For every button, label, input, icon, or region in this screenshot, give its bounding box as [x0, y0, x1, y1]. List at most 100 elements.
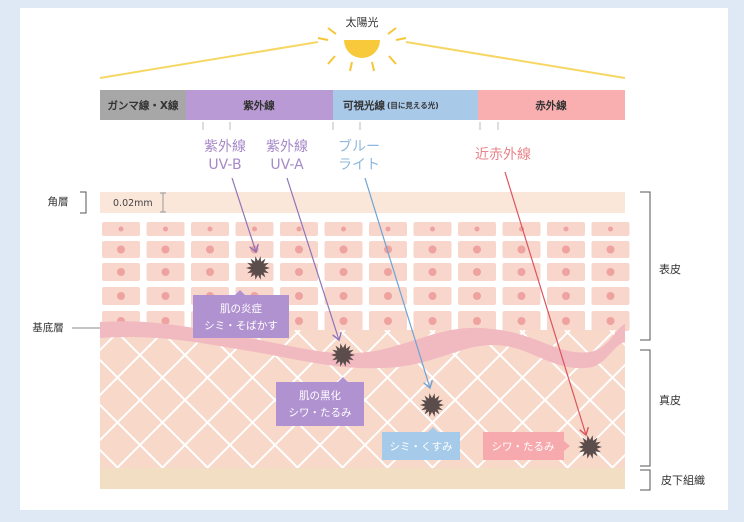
cell-nucleus — [606, 317, 615, 325]
band-infrared-label: 赤外線 — [535, 99, 567, 112]
cell-nucleus — [161, 268, 170, 276]
damage-spot-icon — [246, 256, 270, 280]
collagen-fiber — [100, 330, 211, 442]
cell-nucleus — [161, 292, 170, 300]
cell-nucleus — [473, 317, 481, 325]
epidermis-bracket — [640, 191, 651, 341]
spectrum-ticks — [202, 122, 499, 130]
spectrum-bar: ガンマ線・X線 紫外線 可視光線 (目に見える光) 赤外線 — [100, 90, 625, 120]
cell-nucleus — [161, 245, 170, 254]
collagen-fiber — [339, 330, 481, 470]
cell-nucleus — [296, 226, 302, 232]
subcutis-bracket — [640, 469, 651, 491]
bluelight-arrow — [364, 177, 430, 388]
near-infrared-effect-box: シワ・たるみ — [483, 432, 570, 460]
cell-nucleus — [206, 268, 214, 276]
uva-arrow — [286, 177, 339, 340]
cell-nucleus — [252, 226, 257, 232]
sun-icon — [317, 27, 407, 72]
cell-nucleus — [562, 317, 570, 325]
cell-nucleus — [295, 245, 303, 254]
cell-nucleus — [384, 292, 392, 300]
uvb-effect-text-2: シミ・そばかす — [204, 320, 278, 332]
damage-spot-icon — [578, 435, 602, 459]
epidermis-cells — [102, 222, 630, 331]
uvb-label-sub: UV-B — [208, 157, 241, 173]
collagen-fiber — [114, 330, 256, 470]
near-infrared-arrow — [504, 171, 586, 435]
band-uv — [186, 90, 333, 120]
thickness-label: 0.02mm — [113, 198, 153, 209]
cell-nucleus — [339, 292, 348, 300]
near-infrared-effect-text: シワ・たるみ — [492, 441, 555, 453]
cell-nucleus — [384, 317, 392, 325]
damage-spot-icon — [420, 393, 444, 417]
cell-nucleus — [384, 268, 392, 276]
cell-nucleus — [385, 226, 391, 232]
uva-effect-box: 肌の黒化 シワ・たるみ — [276, 377, 364, 426]
cell-nucleus — [517, 292, 526, 300]
bluelight-effect-box: シミ・くすみ — [382, 427, 460, 460]
uvb-effect-box: 肌の炎症 シミ・そばかす — [193, 290, 289, 338]
cell-nucleus — [473, 268, 481, 276]
bluelight-label: ブルー — [338, 138, 380, 155]
cell-nucleus — [428, 268, 437, 276]
stratum-corneum-label: 角層 — [48, 196, 69, 208]
cell-nucleus — [606, 245, 615, 254]
band-visible-sublabel: (目に見える光) — [387, 100, 439, 110]
collagen-fiber — [100, 403, 166, 470]
cell-nucleus — [517, 245, 526, 254]
cell-nucleus — [339, 268, 348, 276]
cell-nucleus — [207, 226, 213, 232]
damage-spot-icon — [331, 343, 355, 367]
stratum-corneum — [100, 192, 625, 213]
bluelight-label-sub: ライト — [338, 157, 380, 173]
cell-nucleus — [428, 292, 437, 300]
band-uv-label: 紫外線 — [243, 99, 275, 112]
cell-nucleus — [161, 317, 170, 325]
band-gamma-x — [100, 90, 186, 120]
band-infrared — [478, 90, 625, 120]
bluelight-effect-text: シミ・くすみ — [390, 441, 453, 453]
cell-nucleus — [606, 268, 615, 276]
dermis-label: 真皮 — [659, 393, 681, 407]
cell-nucleus — [117, 268, 125, 276]
subcutis — [100, 468, 625, 489]
cell-nucleus — [474, 226, 480, 232]
cell-nucleus — [117, 292, 125, 300]
cell-nucleus — [163, 226, 168, 232]
cell-nucleus — [517, 268, 526, 276]
uva-label: 紫外線 — [266, 139, 308, 155]
cell-nucleus — [562, 292, 570, 300]
uva-label-sub: UV-A — [270, 157, 304, 173]
cell-nucleus — [428, 317, 437, 325]
band-gamma-x-label: ガンマ線・X線 — [107, 99, 179, 112]
cell-nucleus — [608, 226, 613, 232]
cell-nucleus — [118, 226, 124, 232]
thickness-bracket — [160, 192, 166, 213]
uvb-label: 紫外線 — [204, 139, 246, 155]
stratum-corneum-bracket — [80, 191, 87, 214]
cell-nucleus — [562, 245, 570, 254]
subcutis-label: 皮下組織 — [661, 474, 705, 487]
band-visible — [333, 90, 478, 120]
basal-layer-label: 基底層 — [32, 321, 64, 334]
uva-effect-text-2: シワ・たるみ — [289, 407, 352, 419]
sun-spread-right — [405, 41, 626, 79]
uvb-effect-text: 肌の炎症 — [220, 302, 262, 315]
cell-nucleus — [117, 245, 125, 254]
dermis-bracket — [640, 349, 651, 467]
cell-nucleus — [295, 268, 303, 276]
uva-effect-text: 肌の黒化 — [299, 389, 341, 402]
cell-nucleus — [295, 317, 303, 325]
cell-nucleus — [339, 317, 348, 325]
cell-nucleus — [430, 226, 435, 232]
sun-spread-left — [99, 41, 319, 79]
cell-nucleus — [562, 268, 570, 276]
cell-nucleus — [473, 245, 481, 254]
cell-nucleus — [295, 292, 303, 300]
basal-layer-wave — [100, 321, 625, 369]
cell-nucleus — [339, 245, 348, 254]
cell-nucleus — [341, 226, 346, 232]
